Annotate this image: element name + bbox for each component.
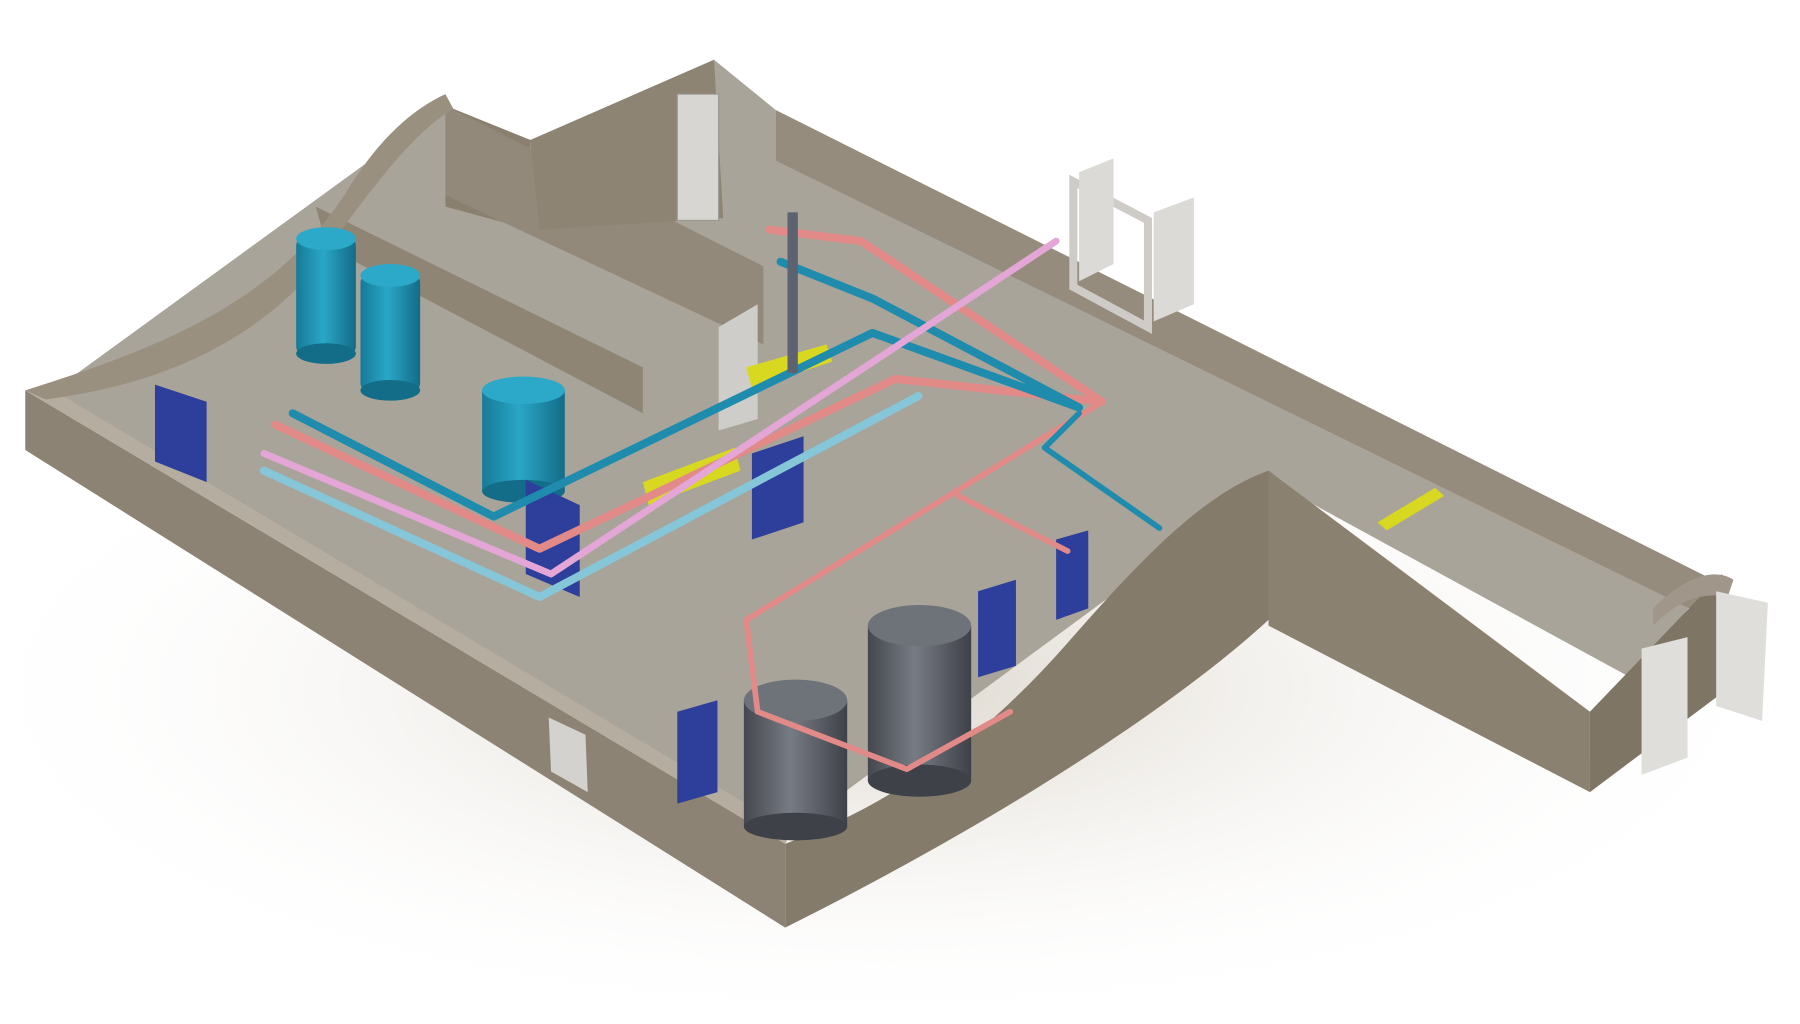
curved-wall-right	[785, 470, 1269, 928]
front-wall-left	[25, 390, 786, 928]
heat-exchanger-5	[1056, 530, 1089, 620]
front-wall-left-top	[25, 385, 793, 844]
yellow-marker-1	[1377, 487, 1445, 531]
door-frame-opening	[1069, 174, 1152, 334]
flue-pipe	[787, 212, 798, 374]
pipe-red-branch	[743, 398, 1105, 773]
heat-exchanger-1	[154, 384, 207, 483]
buffer-tank-blue	[482, 376, 565, 503]
pipe-pink-main	[260, 237, 1060, 578]
pipe-teal-branch	[1041, 410, 1163, 531]
pipework	[260, 212, 1163, 773]
heat-exchanger-3	[751, 436, 804, 540]
pipe-lightblue-main	[260, 392, 923, 601]
door-leaf-left	[1079, 158, 1114, 282]
extension-front-wall	[1268, 470, 1590, 793]
hot-water-cylinder-1	[867, 604, 972, 797]
partition-wall	[315, 206, 643, 414]
pipe-red-branch-2	[955, 493, 1071, 554]
back-wall-long	[776, 110, 1713, 620]
curved-wall-left	[25, 94, 454, 400]
door-end-2	[1716, 591, 1768, 721]
door-front	[548, 717, 588, 793]
heat-exchanger-6	[677, 700, 718, 804]
pipe-red-main	[271, 225, 1107, 553]
expansion-vessel-2	[360, 264, 421, 401]
pipe-teal-main	[288, 257, 1084, 521]
expansion-vessel-1	[296, 227, 356, 364]
heat-exchanger-4	[978, 579, 1016, 678]
door-end-1	[1641, 637, 1688, 775]
hot-water-cylinder-2	[743, 679, 848, 841]
door-back	[676, 93, 720, 221]
curved-wall-end	[1653, 574, 1734, 626]
door-leaf-right	[1153, 197, 1194, 322]
back-wall-door-section	[530, 59, 724, 230]
